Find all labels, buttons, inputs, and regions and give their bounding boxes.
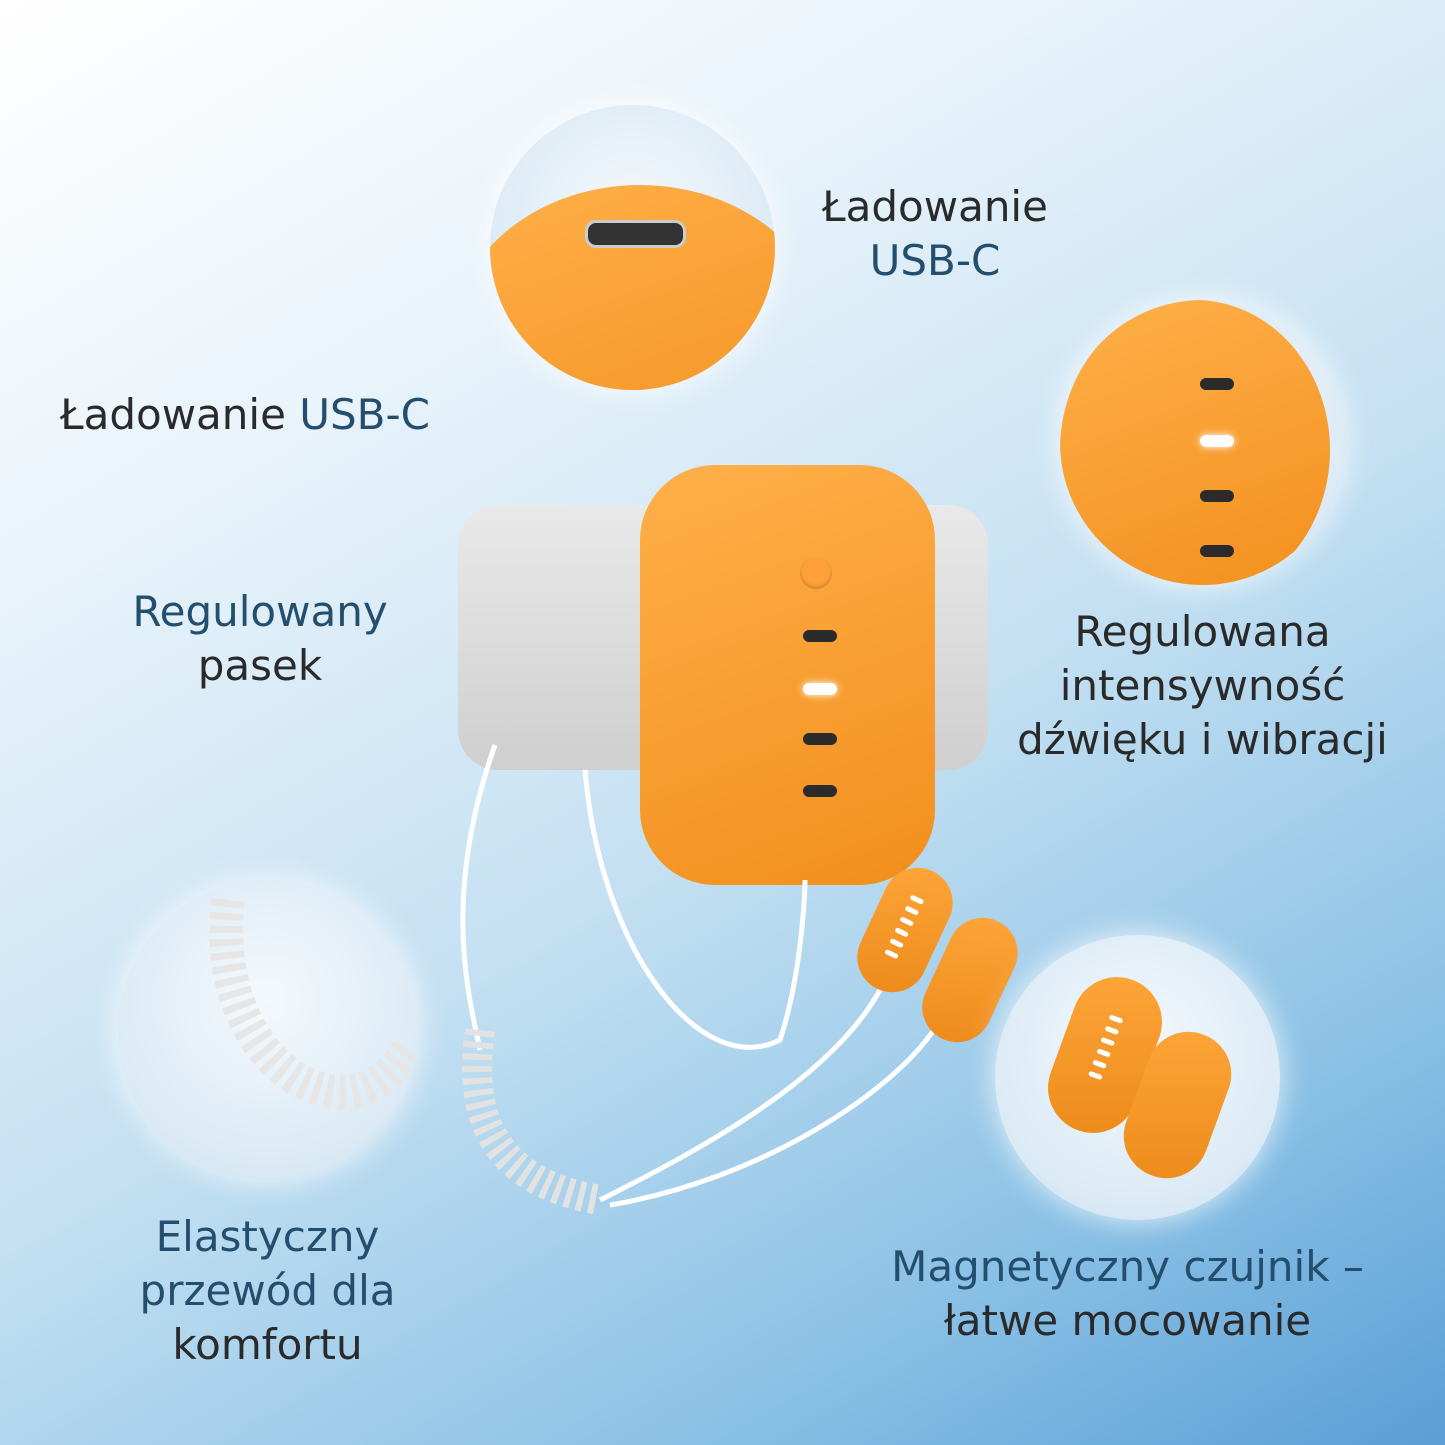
label-line: Elastyczny (155, 1212, 380, 1261)
coiled-cable-closeup (118, 880, 418, 1180)
label-word: USB-C (299, 390, 430, 439)
label-line: łatwe mocowanie (943, 1296, 1312, 1345)
label-line: Regulowana (1074, 607, 1331, 656)
label-word: Ładowanie (60, 390, 286, 439)
sensor-label: Magnetyczny czujnik – łatwe mocowanie (860, 1240, 1395, 1348)
label-line: Regulowany (132, 587, 388, 636)
device-body (640, 465, 935, 885)
power-button (800, 557, 832, 589)
sound-indicator (803, 733, 837, 745)
label-line: pasek (197, 641, 323, 690)
label-line: Ładowanie (822, 182, 1048, 231)
label-line: intensywność (1059, 661, 1346, 710)
label-line: USB-C (869, 236, 1001, 285)
vibration-indicator (803, 785, 837, 797)
label-line: komfortu (172, 1320, 363, 1369)
sensor-closeup (995, 935, 1280, 1220)
cable-label: Elastyczny przewód dla komfortu (110, 1210, 425, 1372)
label-line: przewód dla (139, 1266, 396, 1315)
usb-port-closeup (490, 105, 775, 390)
intensity-label: Regulowana intensywność dźwięku i wibrac… (995, 605, 1410, 767)
usb-c-port (585, 220, 686, 248)
battery-indicator (803, 630, 837, 642)
indicator-closeup (1060, 300, 1345, 585)
label-line: dźwięku i wibracji (1017, 715, 1388, 764)
usb-left-label: Ładowanie USB-C (60, 388, 430, 442)
sound-vibration-indicator (803, 683, 837, 695)
strap-label: Regulowany pasek (110, 585, 410, 693)
usb-top-label: Ładowanie USB-C (800, 180, 1070, 288)
label-line: Magnetyczny czujnik – (891, 1242, 1364, 1291)
